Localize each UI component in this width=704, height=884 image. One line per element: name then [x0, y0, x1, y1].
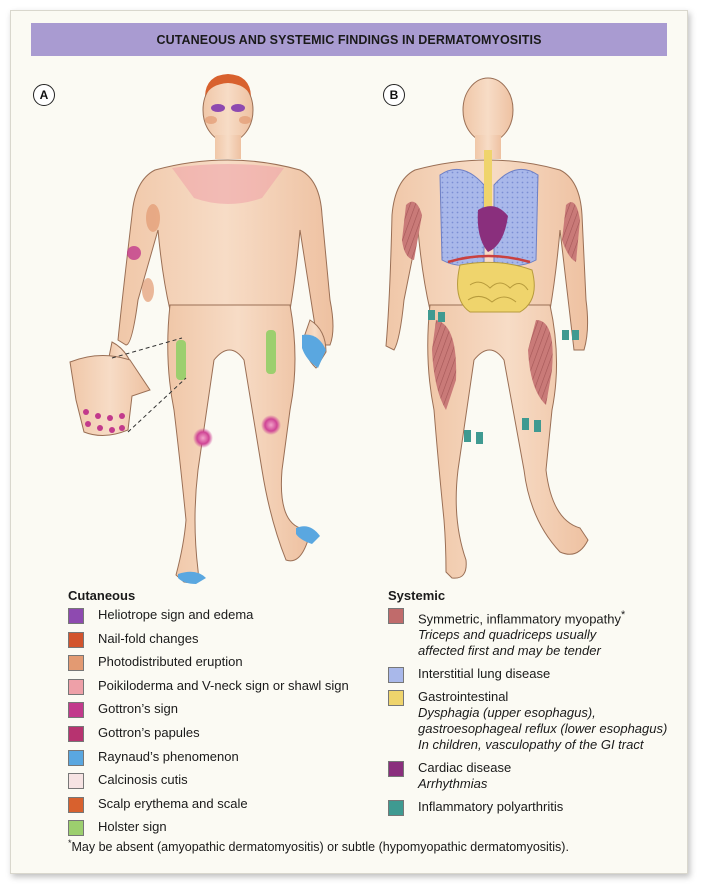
legend-note: gastroesophageal reflux (lower esophagus… — [418, 721, 698, 737]
legend-note: Arrhythmias — [418, 776, 698, 792]
legend-label: Poikiloderma and V-neck sign or shawl si… — [98, 678, 349, 693]
legend-note: affected first and may be tender — [418, 643, 698, 659]
legend-item: Calcinosis cutis — [68, 772, 368, 796]
legend-note: Dysphagia (upper esophagus), — [418, 705, 698, 721]
legend-label: Scalp erythema and scale — [98, 796, 248, 811]
legend-item: Photodistributed eruption — [68, 654, 368, 678]
legend-item: Nail-fold changes — [68, 631, 368, 655]
legend-label: Raynaud’s phenomenon — [98, 749, 239, 764]
legend-note: Triceps and quadriceps usually — [418, 627, 698, 643]
systemic-heading: Systemic — [388, 588, 698, 603]
legend-label: Holster sign — [98, 819, 167, 834]
swatch — [68, 655, 84, 671]
swatch — [388, 608, 404, 624]
swatch — [68, 608, 84, 624]
swatch — [388, 690, 404, 706]
footnote-text: May be absent (amyopathic dermatomyositi… — [72, 840, 569, 854]
legend-label: Inflammatory polyarthritis — [418, 799, 563, 814]
legend-item: Poikiloderma and V-neck sign or shawl si… — [68, 678, 368, 702]
cutaneous-legend: Cutaneous Heliotrope sign and edema Nail… — [68, 588, 368, 843]
swatch — [68, 750, 84, 766]
panel-label-a: A — [33, 84, 55, 106]
legend-item: Inflammatory polyarthritis — [388, 799, 698, 815]
legend-item: Interstitial lung disease — [388, 666, 698, 682]
swatch — [68, 773, 84, 789]
legend-label: Symmetric, inflammatory myopathy — [418, 611, 621, 626]
swatch — [388, 761, 404, 777]
legend-label: Nail-fold changes — [98, 631, 198, 646]
swatch — [68, 632, 84, 648]
legend-item: Symmetric, inflammatory myopathy* Triceps… — [388, 607, 698, 659]
legend-label: Cardiac disease — [418, 760, 511, 775]
legend-label: Gottron’s papules — [98, 725, 200, 740]
legend-label: Interstitial lung disease — [418, 666, 550, 681]
footnote: *May be absent (amyopathic dermatomyosit… — [68, 838, 569, 854]
swatch — [68, 679, 84, 695]
legend-label: Gastrointestinal — [418, 689, 508, 704]
swatch — [388, 800, 404, 816]
panel-label-b: B — [383, 84, 405, 106]
legend-label: Heliotrope sign and edema — [98, 607, 253, 622]
figure-a-body — [108, 78, 333, 583]
systemic-legend: Systemic Symmetric, inflammatory myopath… — [388, 588, 698, 822]
legend-note: In children, vasculopathy of the GI trac… — [418, 737, 698, 753]
legend-item: Gottron’s sign — [68, 701, 368, 725]
swatch — [388, 667, 404, 683]
legend-item: Raynaud’s phenomenon — [68, 749, 368, 773]
footnote-mark: * — [621, 609, 625, 621]
legend-label: Gottron’s sign — [98, 701, 178, 716]
cutaneous-heading: Cutaneous — [68, 588, 368, 603]
legend-item: Scalp erythema and scale — [68, 796, 368, 820]
swatch — [68, 797, 84, 813]
legend-label: Calcinosis cutis — [98, 772, 188, 787]
swatch — [68, 702, 84, 718]
swatch — [68, 726, 84, 742]
legend-item: Heliotrope sign and edema — [68, 607, 368, 631]
legend-label: Photodistributed eruption — [98, 654, 243, 669]
legend-item: Gottron’s papules — [68, 725, 368, 749]
swatch — [68, 820, 84, 836]
